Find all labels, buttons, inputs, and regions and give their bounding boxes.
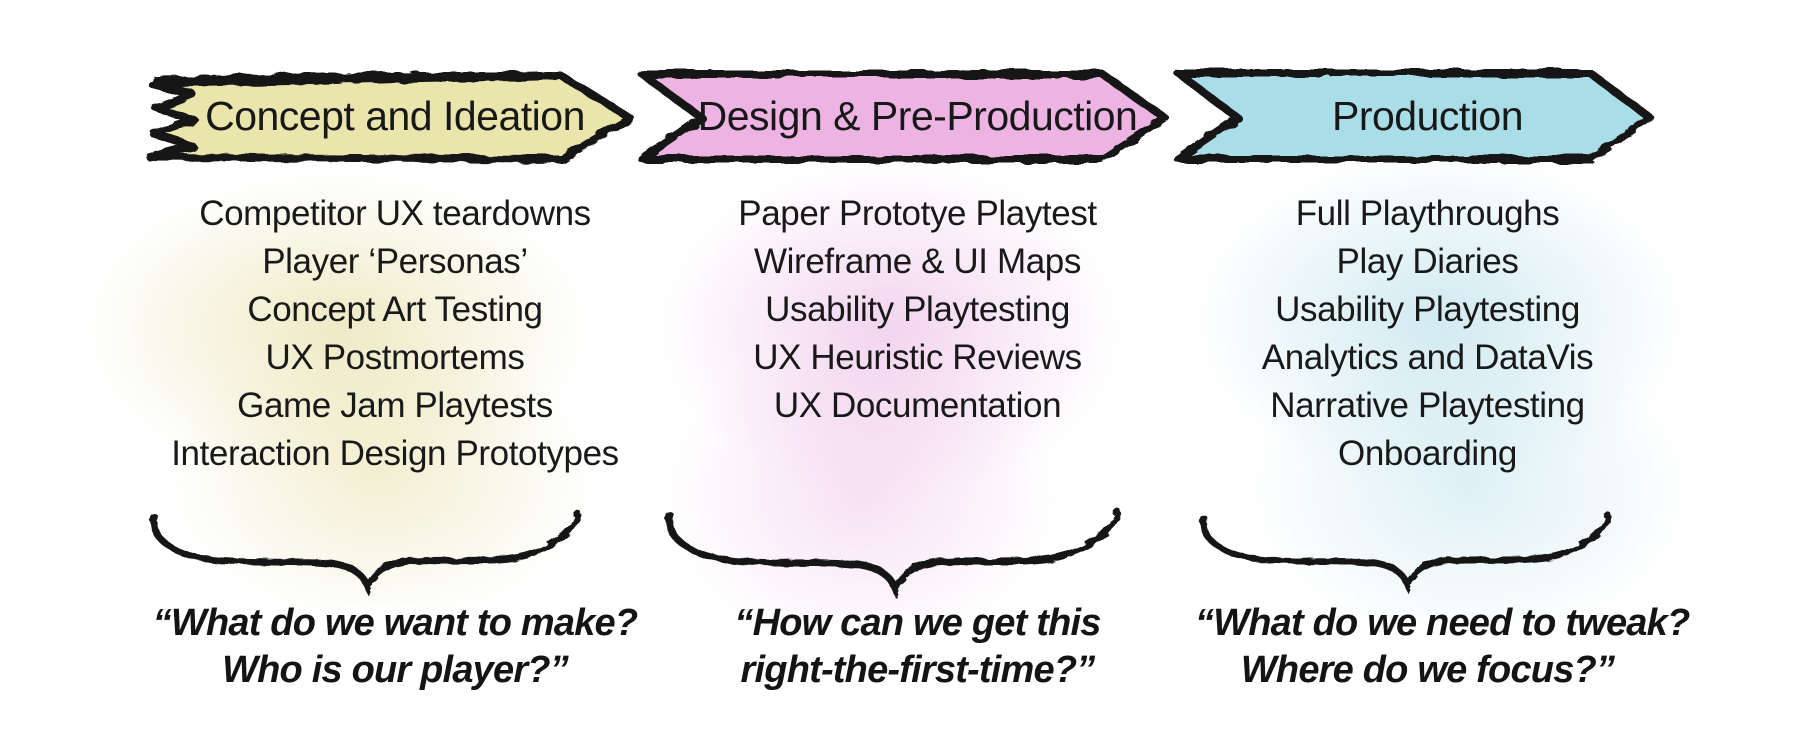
quote-line: “What do we want to make? [152,602,638,644]
phase-question-quote-design: “How can we get this right-the-first-tim… [685,600,1150,694]
activity-item: Game Jam Playtests [237,386,553,425]
curly-brace-concept [150,509,581,596]
activity-list-concept: Competitor UX teardowns Player ‘Personas… [140,190,650,478]
activity-item: UX Documentation [773,386,1062,425]
activity-item: Interaction Design Prototypes [171,434,619,473]
activity-item: Play Diaries [1336,242,1519,281]
phase-title-production: Production [1331,92,1524,139]
activity-item: UX Postmortems [265,338,525,377]
phase-question-quote-production: “What do we need to tweak? Where do we f… [1195,600,1690,694]
phase-title-concept: Concept and Ideation [205,92,585,139]
curly-brace-design [666,507,1121,599]
quote-line: Where do we focus?” [1240,649,1615,691]
activity-item: Wireframe & UI Maps [754,242,1081,281]
activity-list-production: Full Playthroughs Play Diaries Usability… [1195,190,1660,478]
activity-item: Competitor UX teardowns [199,194,591,233]
phase-banner-arrow-design [638,68,1169,164]
activity-item: Onboarding [1338,434,1517,473]
phase-banner-arrow-production [1174,67,1654,164]
phase-title-design: Design & Pre-Production [697,92,1138,139]
activity-item: Narrative Playtesting [1270,386,1585,425]
activity-list-design: Paper Prototye Playtest Wireframe & UI M… [685,190,1150,430]
quote-line: “How can we get this [734,602,1101,644]
activity-item: Full Playthroughs [1295,194,1560,233]
activity-item: Player ‘Personas’ [262,242,528,281]
quote-line: right-the-first-time?” [740,649,1096,691]
curly-brace-production [1200,511,1611,594]
activity-item: Usability Playtesting [765,290,1070,329]
quote-line: Who is our player?” [222,649,569,691]
phase-banner-arrow-concept [146,69,634,164]
activity-item: Concept Art Testing [247,290,543,329]
activity-item: Analytics and DataVis [1261,338,1594,377]
activity-item: Usability Playtesting [1275,290,1580,329]
activity-item: Paper Prototye Playtest [738,194,1097,233]
activity-item: UX Heuristic Reviews [753,338,1082,377]
phase-question-quote-concept: “What do we want to make? Who is our pla… [140,600,650,694]
quote-line: “What do we need to tweak? [1195,602,1690,644]
